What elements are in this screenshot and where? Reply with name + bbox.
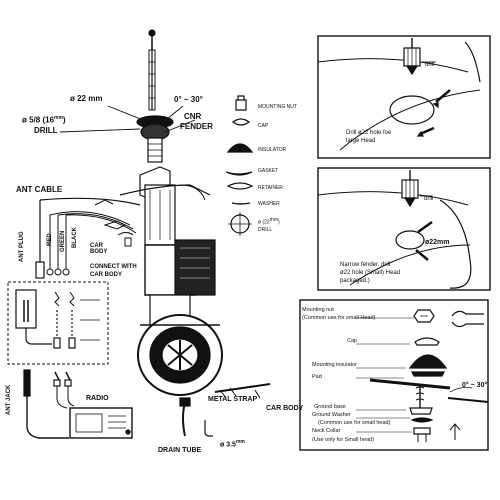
label-connect-with: CONNECT WITH xyxy=(90,264,137,270)
label-diameter-22mm: ø 22 mm xyxy=(70,94,103,103)
label-diameter-5-8: ø 5/8 (16mm) xyxy=(22,115,66,125)
panel2-drill-label: drill xyxy=(424,196,434,202)
parts-legend-icons xyxy=(225,95,254,236)
panel3-ground-washer: Ground Washer xyxy=(312,412,351,418)
label-ant-plug: ANT PLUG xyxy=(19,231,25,262)
legend-cap: CAP xyxy=(258,123,269,129)
panel-narrow-fender xyxy=(317,167,491,291)
panel3-pad: Pad xyxy=(312,374,322,380)
label-metal-strap: METAL STRAP xyxy=(208,396,258,403)
label-car-body-3: CAR BODY xyxy=(266,405,304,412)
wiring-detail-box xyxy=(7,281,109,365)
panel3-angle: 0° ~ 30° xyxy=(462,382,488,389)
label-drain-tube: DRAIN TUBE xyxy=(158,447,202,454)
antenna-motor-drum xyxy=(137,314,223,396)
label-car-body-2: CAR BODY xyxy=(90,272,123,278)
label-radio: RADIO xyxy=(86,395,109,402)
panel3-mounting-nut: Mounting nut xyxy=(302,307,334,313)
label-cnr: CNR xyxy=(184,112,202,121)
panel-assembly xyxy=(299,299,489,451)
panel3-neck-collar: Neck Collar xyxy=(312,428,341,434)
panel3-ground-washer-note: (Common use for small head) xyxy=(318,420,391,426)
panel2-caption-line3: packaged.) xyxy=(340,278,370,284)
label-black: BLACK xyxy=(72,227,78,248)
panel2-caption-line2: ø22 hole (Small) Head xyxy=(340,270,401,276)
antenna-cable xyxy=(35,197,141,279)
antenna-body xyxy=(139,166,216,326)
legend-insulator: INSULATOR xyxy=(258,147,287,153)
panel3-mounting-nut-note: (Common use for small Head) xyxy=(302,315,376,321)
radio-unit xyxy=(69,407,133,439)
antenna-mount-head xyxy=(136,115,174,163)
label-car-body: CAR BODY xyxy=(90,243,108,256)
legend-retainer: RETAINER xyxy=(258,185,283,191)
fender-outline xyxy=(119,184,211,201)
label-angle-range: 0° ~ 30° xyxy=(174,95,203,104)
panel3-ground-base: Ground base xyxy=(314,404,346,410)
panel2-diameter-label: ø22mm xyxy=(425,239,450,246)
metal-strap xyxy=(214,383,271,399)
panel1-caption-line1: Drill ø22 hole foe xyxy=(346,130,392,136)
panel1-caption-line2: large Head xyxy=(346,138,376,144)
panel3-neck-collar-note: (Use only for Small head) xyxy=(312,437,375,443)
panel-large-head xyxy=(317,35,491,159)
legend-drill-22: ø (22mm) xyxy=(258,217,280,226)
label-diameter-3-5: ø 3.5mm xyxy=(220,439,245,449)
panel1-drill-label: drill xyxy=(425,62,435,68)
legend-gasket: GASKET xyxy=(258,168,279,174)
legend-washer: WASHER xyxy=(258,201,280,207)
legend-mounting-nut: MOUNTING NUT xyxy=(258,104,297,110)
label-ant-cable: ANT CABLE xyxy=(16,185,63,194)
label-ant-jack: ANT JACK xyxy=(6,384,12,415)
panel2-caption-line1: Narrow fender. drill xyxy=(340,262,391,268)
panel3-mounting-insulator: Mounting insulator xyxy=(312,362,357,368)
label-red: RED xyxy=(47,233,53,246)
wire-harness xyxy=(46,199,137,276)
drain-tube xyxy=(179,397,213,437)
label-green: GREEN xyxy=(60,230,66,252)
leader-lines xyxy=(59,105,196,133)
panel3-cap: Cap xyxy=(347,338,358,344)
label-fender: FENDER xyxy=(180,122,213,131)
antenna-jack-cable xyxy=(23,369,75,439)
antenna-mast xyxy=(148,29,156,111)
label-drill: DRILL xyxy=(34,126,58,135)
legend-drill-word: DRILL xyxy=(258,227,273,233)
